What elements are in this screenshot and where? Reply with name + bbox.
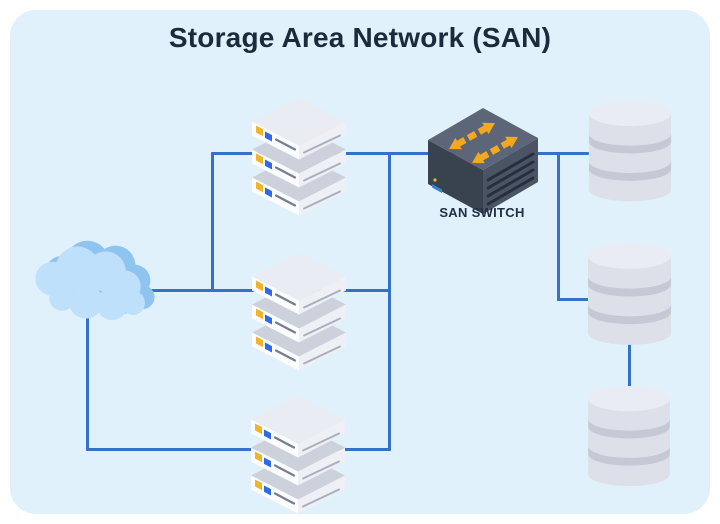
- link-top-bus: [211, 152, 589, 155]
- san-switch-icon: [428, 108, 538, 214]
- link-riser-to-server1: [211, 152, 214, 292]
- link-server-bus-vertical: [388, 152, 391, 451]
- san-switch-label: SAN SWITCH: [439, 205, 525, 220]
- cloud-icon: [35, 240, 155, 320]
- link-storage2-to-storage3: [628, 344, 631, 390]
- page-title: Storage Area Network (SAN): [168, 22, 552, 53]
- link-cloud-down: [86, 312, 89, 451]
- server-icon-1: [252, 97, 346, 216]
- link-cloud-to-server3: [86, 448, 391, 451]
- link-switch-branch-vertical: [557, 152, 560, 301]
- storage-disk-icon-1: [588, 100, 672, 202]
- server-icon-3: [251, 395, 345, 514]
- server-icon-2: [252, 252, 346, 371]
- storage-disk-icon-3: [588, 385, 670, 487]
- storage-disk-icon-2: [587, 243, 672, 345]
- link-branch-to-storage2: [557, 298, 603, 301]
